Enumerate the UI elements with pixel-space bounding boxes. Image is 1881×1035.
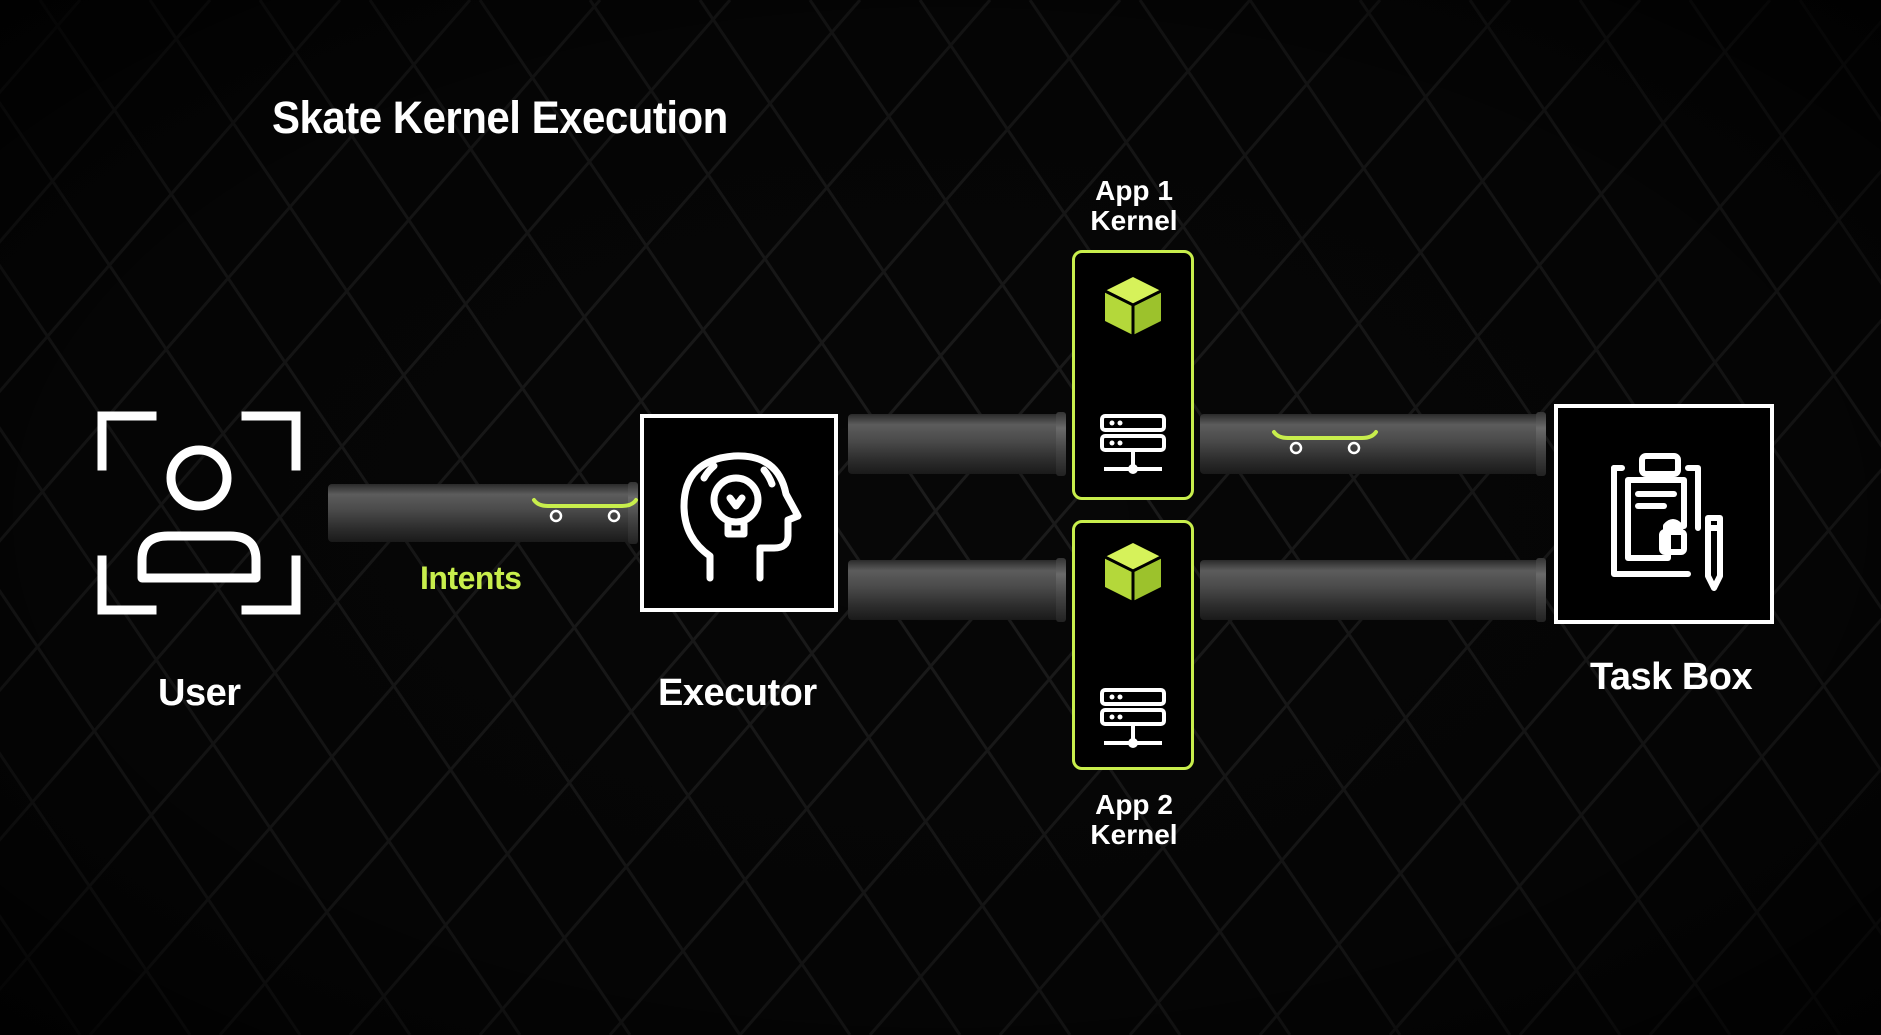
pipe-user-executor [328,482,638,544]
executor-label: Executor [658,672,817,714]
kernel-1-label: App 1 Kernel [1064,176,1204,236]
diagram-title: Skate Kernel Execution [272,92,728,143]
skateboard-icon [1272,430,1378,455]
kernel-2-label-line1: App 2 [1095,789,1173,820]
clipboard-lock-icon [1611,453,1723,591]
kernel-1-label-line1: App 1 [1095,175,1173,206]
kernel-2-box [1072,520,1194,770]
server-icon [1100,688,1166,748]
kernel-2-label-line2: Kernel [1090,819,1178,850]
executor-node [640,414,838,612]
edge-label-intents: Intents [420,560,522,596]
cube-icon [1104,277,1162,335]
task-box-node [1554,404,1774,624]
kernel-1-label-line2: Kernel [1090,205,1178,236]
kernel-1-box [1072,250,1194,500]
cube-icon [1104,543,1162,601]
pipe-executor-kernel1 [848,412,1066,476]
kernel-2-label: App 2 Kernel [1064,790,1204,850]
pipe-kernel1-taskbox [1200,412,1546,476]
task-box-label: Task Box [1590,656,1753,698]
head-lightbulb-icon [680,452,802,582]
pipe-executor-kernel2 [848,558,1066,622]
user-label: User [158,672,241,714]
server-icon [1100,414,1166,474]
user-profile-icon [97,411,301,615]
skateboard-icon [532,498,638,523]
pipe-kernel2-taskbox [1200,558,1546,622]
user-node [96,410,302,616]
